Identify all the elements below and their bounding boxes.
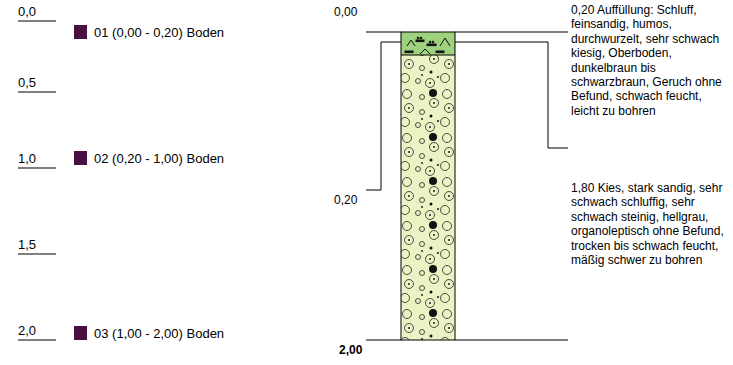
sample-label: 02 (0,20 - 1,00) Boden	[94, 151, 224, 166]
sample-marker	[74, 151, 87, 165]
depth-scale-label: 1,5	[18, 237, 36, 252]
layer-depth: 0,00	[334, 5, 357, 20]
depth-scale-label: 0,5	[18, 75, 36, 90]
layer-description: 0,20 Auffüllung: Schluff, feinsandig, hu…	[571, 3, 729, 118]
sample-marker	[74, 326, 87, 340]
depth-scale-label: 0,0	[18, 4, 36, 19]
layer-depth: 2,00	[339, 343, 362, 358]
layer-description: 1,80 Kies, stark sandig, sehr schwach sc…	[571, 181, 729, 267]
sample-label: 01 (0,00 - 0,20) Boden	[94, 25, 224, 40]
sample-marker	[74, 25, 87, 39]
sample-label: 03 (1,00 - 2,00) Boden	[94, 326, 224, 341]
depth-scale-label: 1,0	[18, 151, 36, 166]
depth-scale-label: 2,0	[18, 323, 36, 338]
layer-depth: 0,20	[334, 193, 357, 208]
